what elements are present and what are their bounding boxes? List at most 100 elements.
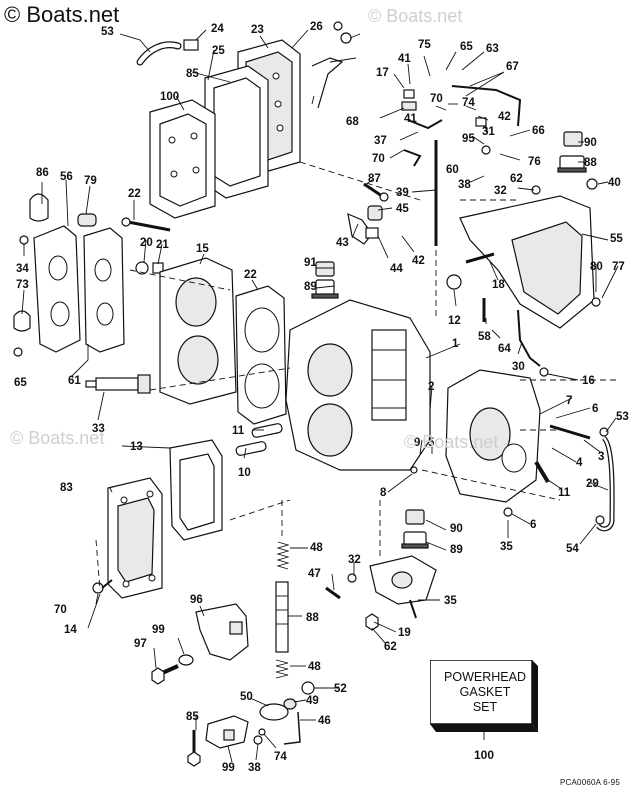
callout-67: 68 [346,116,359,128]
callout-77: 80 [590,261,603,273]
bolt-68 [92,579,113,594]
callout-80: 85 [186,68,199,80]
washer-6b [503,507,513,517]
callout-52: 52 [334,683,347,695]
spring-48 [276,541,290,570]
hose-51 [136,39,199,66]
callout-89: 97 [134,638,147,650]
callout-15: 14 [64,624,77,636]
callout-42: 42 [498,111,511,123]
assembly-lines [95,161,620,591]
top-linkage [401,89,491,167]
mount-86-top [557,131,587,173]
callout-91: 99 [222,762,235,774]
bolt-79 [187,730,201,767]
callout-8: 8 [380,487,387,499]
bracket-91 [205,715,249,749]
callout-28: 26 [310,21,323,33]
callout-62: 63 [486,43,499,55]
callout-13: 12 [448,315,461,327]
sensor-30 [517,309,541,367]
callout-50: 50 [240,691,253,703]
callout-82: 86 [36,167,49,179]
kit-label-line2: GASKET [459,685,511,699]
callout-71: 73 [16,279,29,291]
callout-56: 58 [478,331,491,343]
callout-95: 100 [160,91,179,103]
callout-85c: 89 [450,544,463,556]
plate-55 [33,225,81,353]
callout-35: 35 [444,595,457,607]
callout-27: 25 [212,45,225,57]
callout-58: 60 [446,164,459,176]
callout-65: 65 [460,41,473,53]
washer-75 [591,297,601,307]
bolt-83 [363,182,389,202]
callout-4: 4 [576,457,583,469]
callout-85: 88 [584,157,597,169]
callout-21: 20 [140,237,153,249]
callout-32: 32 [494,185,507,197]
callout-38c: 38 [248,762,261,774]
callout-20: 19 [398,627,411,639]
callout-numbers: 53 24 23 26 25 85 100 75 65 63 41 67 17 … [14,21,629,774]
link-66 [451,85,522,127]
pin-8 [410,466,418,474]
screw-64 [13,347,23,357]
callout-53: 53 [616,411,629,423]
screw-19 [465,252,495,264]
callout-46: 46 [318,715,331,727]
callout-74: 75 [418,39,431,51]
callout-41: 41 [398,53,411,65]
callout-30: 30 [512,361,525,373]
crankcase-half [445,369,541,503]
callout-22: 21 [156,239,169,251]
spark-plug-33 [85,374,151,394]
callout-84: 88 [306,612,319,624]
callout-39: 39 [396,187,409,199]
mount-86-bottom [401,509,429,549]
callout-70b: 70 [372,153,385,165]
callout-75: 77 [612,261,625,273]
callout-86b: 91 [304,257,317,269]
plate-95 [149,99,216,219]
callout-12: 11 [558,487,571,499]
callout-74b: 76 [528,156,541,168]
watermark-faint-3: © Boats.net [404,432,499,452]
mount-86 [311,261,339,299]
washer-90 [178,654,194,666]
bracket-98 [311,57,344,109]
callout-54: 55 [610,233,623,245]
leader-lines [21,21,619,763]
bracket-43 [347,205,383,245]
screw-34 [19,235,29,245]
callout-78: 83 [60,482,73,494]
cylinder-block-1 [285,299,431,471]
valve-84 [275,581,289,653]
callout-25: 23 [251,24,264,36]
callout-6: 6 [592,403,598,415]
callout-2: 2 [428,381,434,393]
bracket-54 [459,195,595,329]
gasket-76 [77,213,125,353]
callout-43: 43 [336,237,349,249]
part-99 [340,32,352,44]
part-13 [446,274,462,290]
callout-29: 29 [586,478,599,490]
callout-60: 62 [510,173,523,185]
callout-9: 9 [414,437,420,449]
callout-45: 45 [396,203,409,215]
callout-51: 53 [101,26,114,38]
callout-86c: 90 [450,523,463,535]
callout-18: 17 [376,67,389,79]
kit-label-line1: POWERHEAD [444,670,526,684]
watermark-main: © Boats.net [4,2,120,27]
callout-14: 13 [130,441,143,453]
callout-41b: 41 [404,113,417,125]
callout-38b: 38 [458,179,471,191]
callout-3: 3 [598,451,604,463]
callout-61: 62 [384,641,397,653]
bolt-89 [151,664,179,685]
